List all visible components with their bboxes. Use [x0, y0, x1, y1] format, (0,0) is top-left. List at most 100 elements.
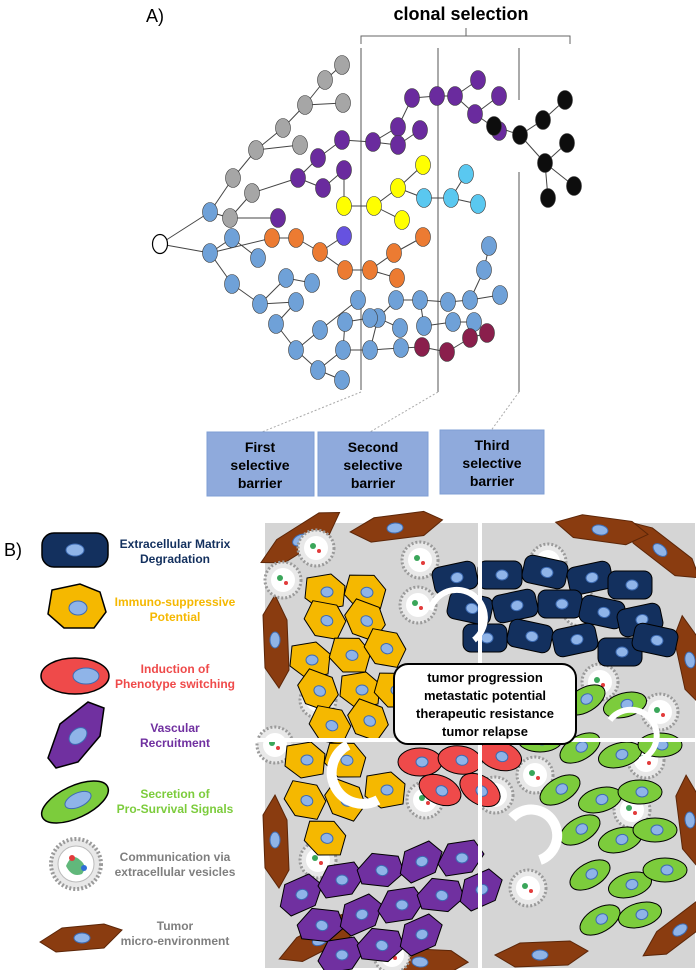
environment-cell: [349, 510, 444, 543]
black-clone-cell: [486, 116, 502, 136]
yellow-clone-cell: [366, 196, 382, 216]
purple-clone-cell: [404, 88, 420, 108]
red-cell-icon: [40, 657, 110, 695]
dark-blue-tumor-cell: [578, 594, 626, 630]
tumor-illustration: tumor progression metastatic potential t…: [248, 510, 696, 970]
legend-phenotype-line1: Induction of: [141, 662, 211, 676]
blue-clone-cell: [288, 340, 304, 360]
legend-vesicles-line1: Communication via: [120, 850, 231, 864]
blue-clone-cell: [362, 340, 378, 360]
purple-clone-cell: [412, 120, 428, 140]
blue-clone-cell: [476, 260, 492, 280]
panel-b: B) Extracellular Matrix Degradation Immu…: [4, 510, 696, 970]
orange-clone-cell: [337, 260, 353, 280]
legend-immuno-line1: Immuno-suppressive: [115, 595, 236, 609]
blue-clone-cell: [334, 370, 350, 390]
dark-blue-tumor-cell: [597, 637, 643, 667]
blue-clone-cell: [492, 285, 508, 305]
blue-clone-cell: [224, 274, 240, 294]
legend-tme-line2: micro-environment: [121, 934, 230, 948]
yellow-tumor-cell: [289, 641, 331, 679]
panel-a-label: A): [146, 6, 164, 26]
outcome-metastatic: metastatic potential: [424, 688, 546, 703]
green-tumor-cell: [617, 779, 663, 805]
first-barrier-line3: barrier: [238, 475, 283, 491]
green-tumor-cell: [618, 901, 662, 929]
yellow-clone-cell: [415, 155, 431, 175]
blue-clone-cell: [312, 320, 328, 340]
legend-tme-line1: Tumor: [157, 919, 194, 933]
blue-clone-cell: [310, 360, 326, 380]
dark-blue-tumor-cell: [537, 589, 583, 619]
yellow-tumor-cell: [303, 820, 347, 856]
purple-cell-icon: [47, 701, 105, 769]
lineage-edge: [159, 211, 211, 245]
gray-clone-cell: [275, 118, 291, 138]
green-cell-icon: [40, 780, 110, 824]
blue-clone-cell: [337, 312, 353, 332]
orange-clone-cell: [312, 242, 328, 262]
puzzle-knob-bottom: [508, 804, 563, 865]
blue-clone-cell: [393, 338, 409, 358]
green-tumor-cell: [632, 817, 678, 843]
yellow-tumor-cell: [283, 780, 327, 820]
outcome-relapse: tumor relapse: [442, 724, 528, 739]
puzzle-knob-top: [427, 586, 488, 643]
purple-tumor-cell: [377, 886, 425, 924]
vesicle: [263, 560, 303, 600]
maroon-clone-cell: [462, 328, 478, 348]
tree-edges: [159, 64, 575, 381]
violet-clone-cell: [336, 226, 352, 246]
tree-nodes: [151, 55, 582, 390]
green-tumor-cell: [642, 857, 688, 883]
dark-blue-tumor-cell: [491, 588, 539, 624]
blue-clone-cell: [388, 290, 404, 310]
purple-tumor-cell: [399, 840, 443, 884]
black-clone-cell: [512, 125, 528, 145]
yellow-clone-cell: [394, 210, 410, 230]
purple-clone-cell: [365, 132, 381, 152]
dark-blue-cell-icon: [41, 532, 109, 568]
barrier-connector-first: [261, 391, 362, 433]
gray-clone-cell: [297, 95, 313, 115]
blue-clone-cell: [304, 273, 320, 293]
dark-blue-tumor-cell: [477, 560, 523, 590]
blue-clone-cell: [350, 290, 366, 310]
second-barrier-line3: barrier: [351, 475, 396, 491]
vesicle: [296, 528, 336, 568]
green-tumor-cell: [578, 786, 622, 814]
blue-clone-cell: [392, 318, 408, 338]
blue-clone-cell: [250, 248, 266, 268]
barrier-connector-second: [369, 391, 439, 433]
founder-cell: [151, 233, 169, 255]
black-clone-cell: [557, 90, 573, 110]
blue-clone-cell: [252, 294, 268, 314]
blue-clone-cell: [481, 236, 497, 256]
green-tumor-cell: [637, 732, 683, 758]
purple-clone-cell: [390, 135, 406, 155]
lineage-edge: [251, 177, 299, 194]
puzzle-knob-left: [326, 740, 381, 809]
panel-a: A) clonal selection First selective barr…: [146, 4, 582, 497]
vesicle: [508, 868, 548, 908]
purple-clone-cell: [390, 117, 406, 137]
purple-clone-cell: [334, 130, 350, 150]
blue-clone-cell: [224, 228, 240, 248]
third-barrier-box: Third selective barrier: [439, 429, 545, 495]
puzzle-knob-right: [607, 706, 660, 763]
gray-clone-cell: [248, 140, 264, 160]
yellow-cell-icon: [47, 583, 107, 629]
yellow-tumor-cell: [284, 741, 326, 779]
gray-clone-cell: [244, 183, 260, 203]
environment-cell: [493, 940, 589, 968]
black-clone-cell: [540, 188, 556, 208]
purple-clone-cell: [447, 86, 463, 106]
orange-clone-cell: [264, 228, 280, 248]
legend-survival-line2: Pro-Survival Signals: [117, 802, 234, 816]
blue-clone-cell: [335, 340, 351, 360]
environment-cell: [554, 514, 649, 546]
maroon-clone-cell: [479, 323, 495, 343]
legend-ecm-line1: Extracellular Matrix: [120, 537, 231, 551]
barrier-connector-third: [489, 391, 520, 433]
maroon-clone-cell: [439, 342, 455, 362]
